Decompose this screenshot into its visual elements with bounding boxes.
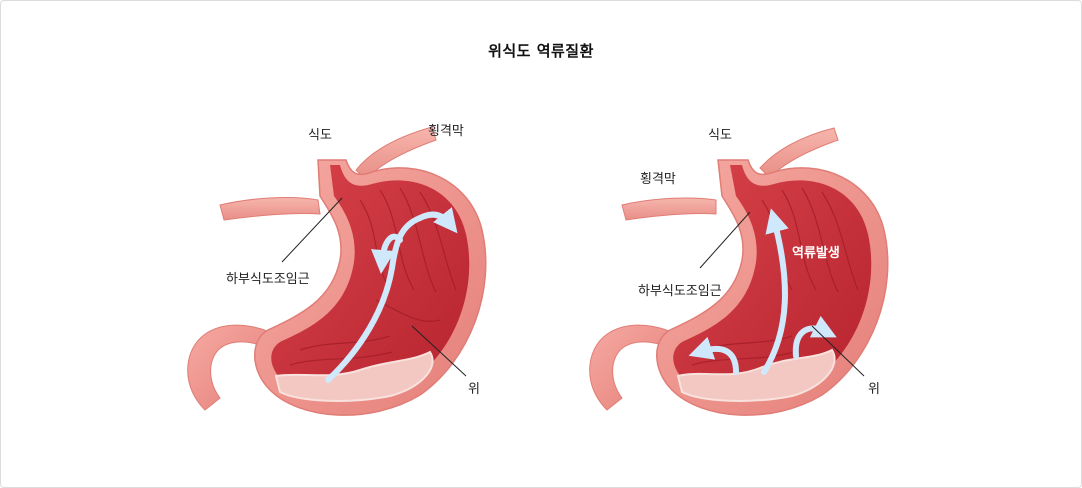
- left-stomach-lumen: [271, 165, 470, 400]
- right-label-reflux: 역류발생: [792, 246, 840, 261]
- left-label-diaphragm: 횡격막: [428, 124, 464, 139]
- left-diaphragm-right: [355, 126, 437, 181]
- right-arrow-right: [792, 315, 837, 359]
- right-stomach: [589, 127, 889, 416]
- right-duodenum: [589, 324, 673, 411]
- right-label-esophagus: 식도: [708, 128, 732, 143]
- right-label-diaphragm: 횡격막: [640, 172, 676, 187]
- right-stomach-leader: [811, 325, 865, 377]
- right-arrow-up: [761, 208, 789, 375]
- left-label-esophagus: 식도: [308, 128, 332, 143]
- right-les-leader: [699, 211, 751, 269]
- right-label-les: 하부식도조임근: [638, 284, 722, 299]
- right-arrow-left: [688, 336, 739, 375]
- right-stomach-lumen: [673, 165, 872, 400]
- right-diaphragm-right: [759, 127, 839, 179]
- left-stomach-leader: [411, 325, 467, 377]
- left-les-leader: [281, 197, 343, 263]
- left-arrow-left: [371, 233, 403, 274]
- right-diaphragm-left: [621, 197, 717, 221]
- left-label-les: 하부식도조임근: [226, 272, 310, 287]
- left-duodenum: [187, 324, 271, 411]
- left-label-stomach: 위: [468, 382, 480, 397]
- left-stomach: [187, 126, 487, 416]
- left-arrow-right: [417, 207, 458, 234]
- right-gastric-contents: [676, 348, 836, 402]
- left-arrow-main: [325, 215, 423, 383]
- left-diaphragm-left: [219, 197, 321, 221]
- right-label-stomach: 위: [868, 382, 880, 397]
- diagram-title: 위식도 역류질환: [488, 42, 594, 60]
